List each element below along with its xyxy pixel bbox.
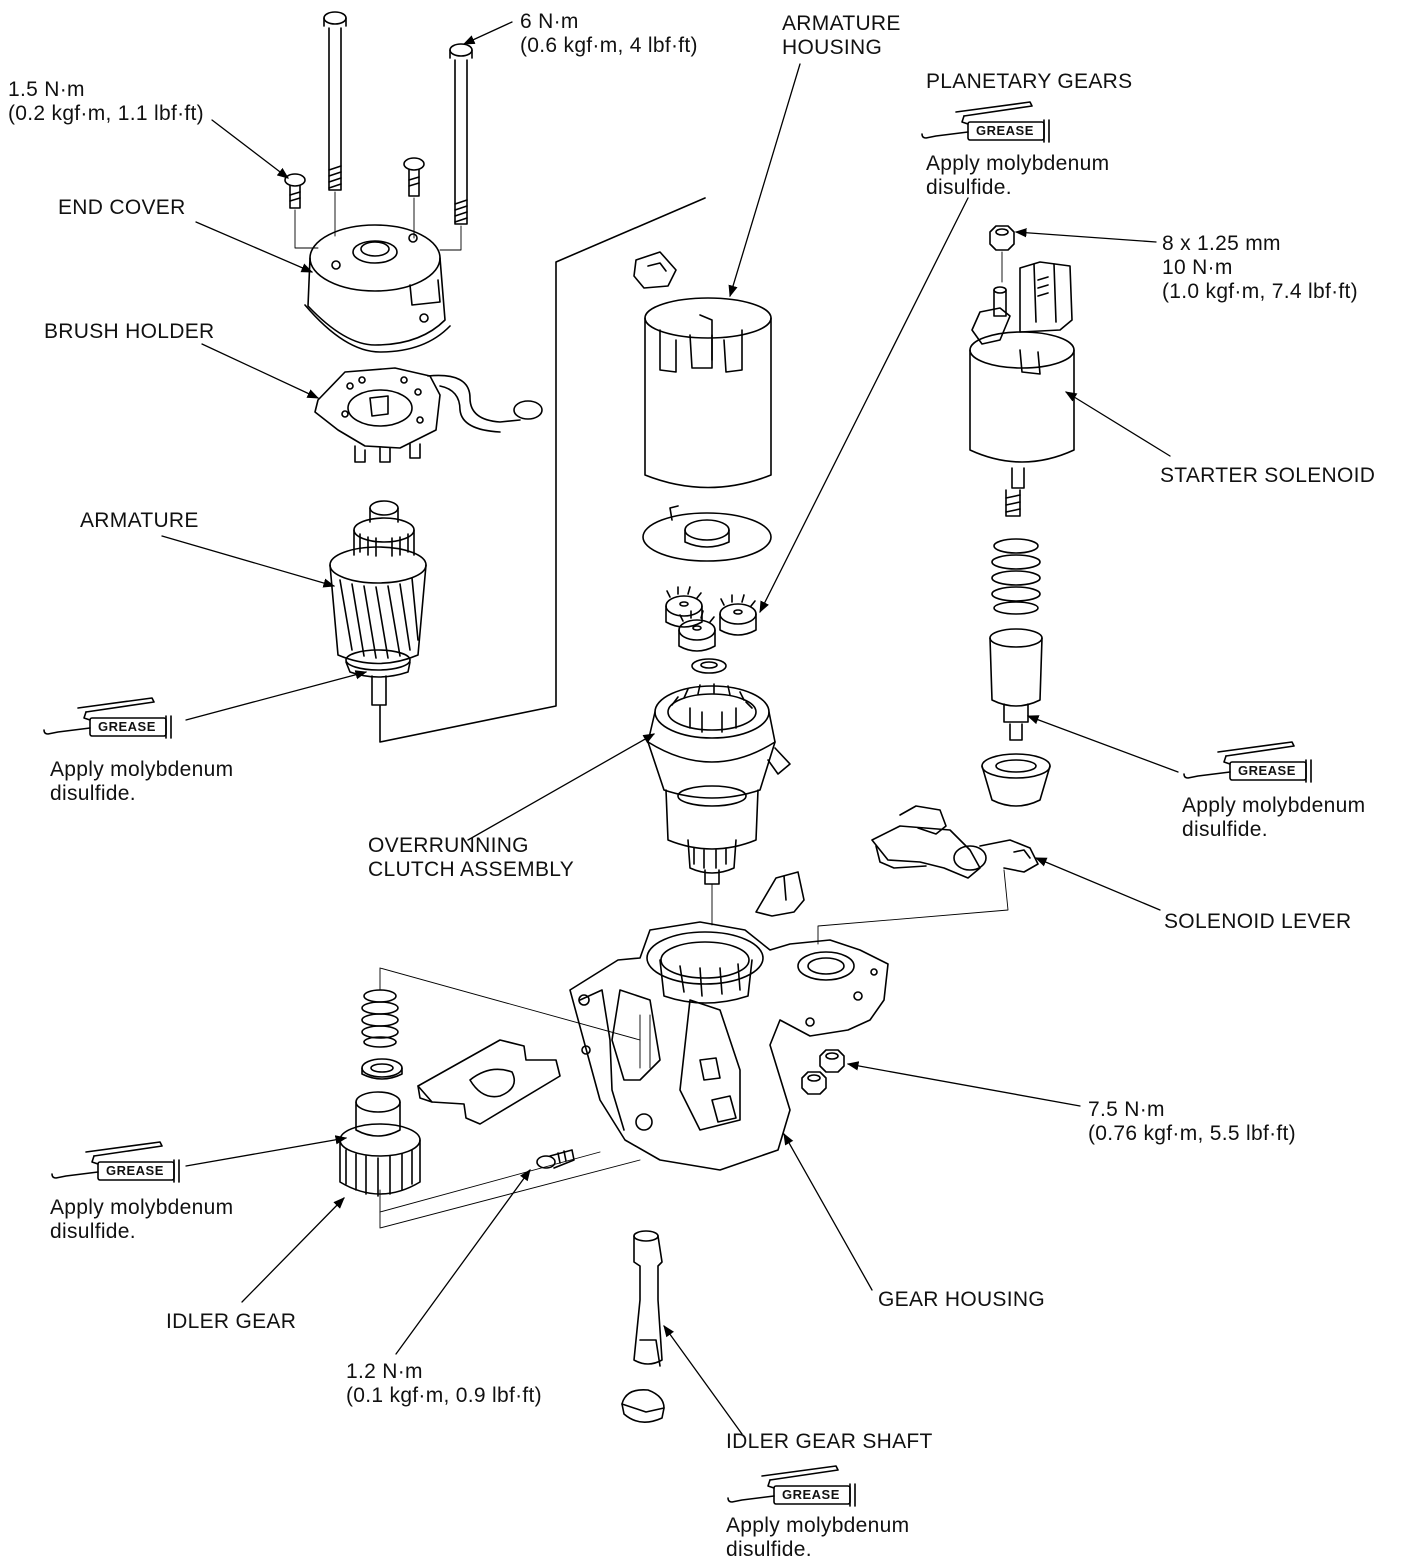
label-gear-housing: GEAR HOUSING bbox=[878, 1288, 1045, 1311]
small-washer-part bbox=[691, 658, 727, 674]
grease-note-plunger: Apply molybdenum disulfide. bbox=[1182, 794, 1366, 841]
grease-note-idler-gear: Apply molybdenum disulfide. bbox=[50, 1196, 234, 1243]
grease-note-idler-shaft: Apply molybdenum disulfide. bbox=[726, 1514, 910, 1561]
idler-gear-shaft-part bbox=[633, 1230, 663, 1367]
torque-label-idler-screw: 1.2 N·m (0.1 kgf·m, 0.9 lbf·ft) bbox=[346, 1360, 542, 1407]
solenoid-plunger-part bbox=[989, 628, 1043, 741]
label-idler-gear-shaft: IDLER GEAR SHAFT bbox=[726, 1430, 933, 1453]
shaft-key-part bbox=[621, 1388, 665, 1423]
label-brush-holder: BRUSH HOLDER bbox=[44, 320, 215, 343]
torque-label-through-bolts: 6 N·m (0.6 kgf·m, 4 lbf·ft) bbox=[520, 10, 698, 57]
overrunning-clutch-part bbox=[647, 683, 791, 926]
label-solenoid-lever: SOLENOID LEVER bbox=[1164, 910, 1352, 933]
grease-gun-icon: GREASE bbox=[40, 694, 180, 740]
idler-alignment-lines bbox=[379, 967, 641, 1229]
gear-housing-nuts bbox=[801, 1049, 845, 1095]
grease-gun-icon: GREASE bbox=[1180, 738, 1320, 784]
armature-housing-part bbox=[633, 251, 772, 489]
leader-arrows bbox=[161, 21, 1179, 1435]
label-starter-solenoid: STARTER SOLENOID bbox=[1160, 464, 1376, 487]
idler-spring-part bbox=[361, 989, 399, 1048]
through-bolt-right bbox=[449, 43, 473, 225]
grease-note-planetary-gears: Apply molybdenum disulfide. bbox=[926, 152, 1110, 199]
through-bolt-left bbox=[323, 11, 347, 191]
label-armature: ARMATURE bbox=[80, 509, 199, 532]
planetary-gears-part bbox=[665, 586, 757, 652]
screw-end-cover-right bbox=[403, 157, 425, 197]
grease-gun-icon: GREASE bbox=[918, 98, 1058, 144]
lever-pivot-part bbox=[755, 871, 805, 917]
torque-label-end-cover-screws: 1.5 N·m (0.2 kgf·m, 1.1 lbf·ft) bbox=[8, 78, 204, 125]
idler-gear-part bbox=[339, 1091, 421, 1197]
torque-label-gear-housing-nuts: 7.5 N·m (0.76 kgf·m, 5.5 lbf·ft) bbox=[1088, 1098, 1296, 1145]
solenoid-spring-part bbox=[991, 538, 1041, 615]
grease-gun-icon: GREASE bbox=[48, 1138, 188, 1184]
grease-gun-icon: GREASE bbox=[724, 1462, 864, 1508]
solenoid-boot-part bbox=[981, 753, 1051, 807]
screw-idler bbox=[536, 1149, 575, 1169]
screw-end-cover-left bbox=[284, 173, 306, 209]
label-overrunning-clutch: OVERRUNNING CLUTCH ASSEMBLY bbox=[368, 834, 574, 881]
label-planetary-gears: PLANETARY GEARS bbox=[926, 70, 1133, 93]
label-end-cover: END COVER bbox=[58, 196, 186, 219]
armature-part bbox=[329, 197, 706, 743]
brush-holder-part bbox=[314, 367, 543, 463]
grease-note-armature: Apply molybdenum disulfide. bbox=[50, 758, 234, 805]
thrust-plate-part bbox=[642, 505, 772, 562]
end-cover-part bbox=[304, 224, 451, 353]
label-idler-gear: IDLER GEAR bbox=[166, 1310, 297, 1333]
idler-washer-part bbox=[361, 1058, 403, 1080]
label-armature-housing: ARMATURE HOUSING bbox=[782, 12, 901, 59]
torque-label-solenoid-nut: 8 x 1.25 mm 10 N·m (1.0 kgf·m, 7.4 lbf·f… bbox=[1162, 232, 1358, 303]
gear-housing-part bbox=[569, 921, 889, 1171]
starter-solenoid-part bbox=[969, 225, 1075, 517]
idler-retainer-part bbox=[417, 1039, 561, 1125]
solenoid-lever-part bbox=[817, 805, 1039, 945]
